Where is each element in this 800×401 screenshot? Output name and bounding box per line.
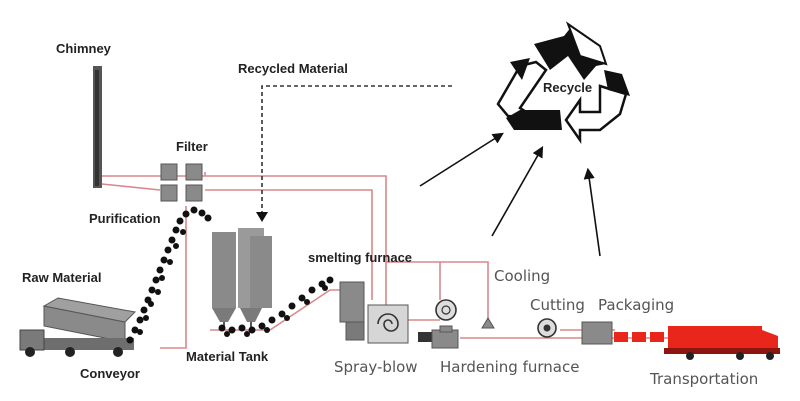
cutting-wheel: [537, 318, 557, 338]
packaging-unit: [581, 321, 613, 345]
smelting-furnace: [339, 281, 365, 341]
label-conveyor: Conveyor: [80, 366, 140, 381]
cooling-nozzle: [481, 317, 495, 329]
label-material-tank: Material Tank: [186, 349, 269, 364]
tank-conveyor: [218, 276, 334, 337]
label-cooling: Cooling: [494, 267, 550, 285]
label-hardening-furnace: Hardening furnace: [440, 358, 579, 376]
cooling-wheel: [435, 299, 457, 321]
raw-material-truck: [19, 297, 137, 357]
conveyor-belt: [126, 206, 212, 344]
label-smelting-furnace: smelting furnace: [308, 250, 412, 265]
filter-unit: [160, 163, 203, 202]
material-tank: [212, 228, 272, 328]
label-purification: Purification: [89, 211, 161, 226]
hardening-furnace-unit: [418, 325, 459, 349]
label-spray-blow: Spray-blow: [334, 358, 418, 376]
label-recycled-material: Recycled Material: [238, 61, 348, 76]
spray-blow-unit: [367, 304, 409, 344]
label-recycle: Recycle: [543, 80, 592, 95]
transport-truck: [664, 326, 780, 360]
recycled-material-line: [256, 85, 452, 222]
recycle-icon: [496, 21, 630, 144]
label-packaging: Packaging: [598, 296, 674, 314]
label-filter: Filter: [176, 139, 208, 154]
recycle-arrows: [419, 132, 601, 257]
label-cutting: Cutting: [530, 296, 585, 314]
chimney: [93, 66, 102, 188]
red-output-line: [614, 332, 664, 342]
label-transportation: Transportation: [649, 370, 758, 388]
label-raw-material: Raw Material: [22, 270, 101, 285]
label-chimney: Chimney: [56, 41, 112, 56]
